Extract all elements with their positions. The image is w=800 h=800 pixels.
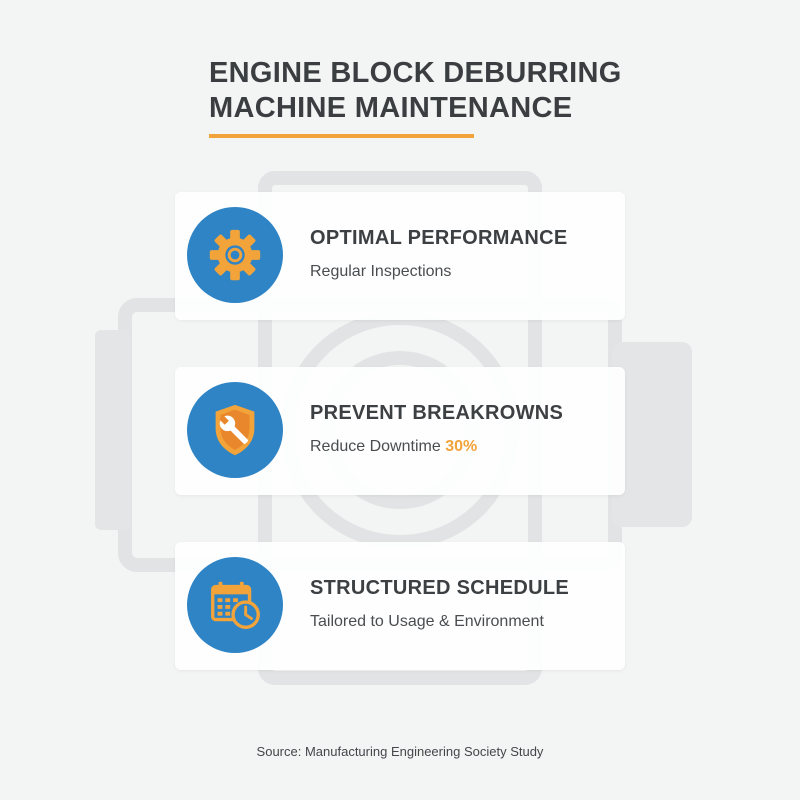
title-block: ENGINE BLOCK DEBURRING MACHINE MAINTENAN… (209, 56, 629, 138)
card-subtitle: Reduce Downtime (310, 438, 441, 455)
card-text: OPTIMAL PERFORMANCE Regular Inspections (310, 226, 615, 282)
card-optimal-performance: OPTIMAL PERFORMANCE Regular Inspections (175, 192, 625, 320)
page-title-line-1: ENGINE BLOCK DEBURRING (209, 57, 622, 89)
card-heading: STRUCTURED SCHEDULE (310, 577, 570, 599)
card-icon-circle (187, 557, 283, 653)
card-subtitle-row: Reduce Downtime 30% (310, 437, 615, 457)
downtime-percentage: 30% (445, 438, 478, 455)
page-title-line-2: MACHINE MAINTENANCE (209, 92, 573, 124)
calendar-clock-icon (211, 581, 260, 629)
card-prevent-breakdowns: PREVENT BREAKROWNS Reduce Downtime 30% (175, 367, 625, 495)
gear-icon (209, 229, 261, 281)
title-underline (209, 134, 474, 138)
card-structured-schedule: STRUCTURED SCHEDULE Tailored to Usage & … (175, 542, 625, 670)
card-text: PREVENT BREAKROWNS Reduce Downtime 30% (310, 401, 615, 457)
card-heading: OPTIMAL PERFORMANCE (310, 227, 568, 249)
card-text: STRUCTURED SCHEDULE Tailored to Usage & … (310, 576, 615, 632)
source-citation: Source: Manufacturing Engineering Societ… (256, 744, 544, 759)
card-heading: PREVENT BREAKROWNS (310, 402, 564, 424)
shield-wrench-icon (215, 404, 255, 456)
card-subtitle: Tailored to Usage & Environment (310, 613, 544, 630)
card-icon-circle (187, 207, 283, 303)
card-subtitle: Regular Inspections (310, 263, 452, 280)
card-icon-circle (187, 382, 283, 478)
